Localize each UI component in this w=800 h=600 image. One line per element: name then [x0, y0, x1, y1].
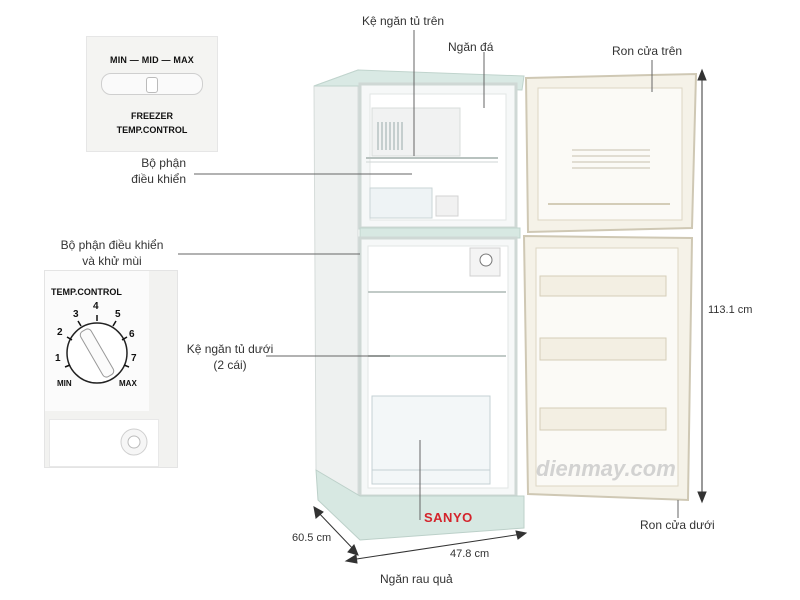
dimension-width: 47.8 cm	[450, 548, 490, 560]
temp-dial	[64, 315, 130, 384]
label-crisper: Ngăn rau quả	[380, 572, 453, 586]
dial-number-1: 1	[55, 353, 61, 364]
dial-number-4: 4	[93, 301, 99, 312]
freezer-control-title-2: TEMP.CONTROL	[116, 125, 188, 135]
freezer-slider	[101, 73, 203, 95]
dial-number-5: 5	[115, 309, 121, 320]
label-bottom-shelf-2: (2 cái)	[213, 358, 247, 372]
label-bottom-shelf-1: Kệ ngăn tủ dưới	[186, 342, 274, 356]
depth-dimension-line	[315, 509, 357, 553]
dimension-height: 113.1 cm	[708, 304, 753, 316]
brand-logo: SANYO	[424, 510, 473, 525]
dial-number-7: 7	[131, 353, 137, 364]
dial-number-3: 3	[73, 309, 79, 320]
label-ice-tray: Ngăn đá	[448, 40, 494, 54]
ice-tray	[369, 187, 433, 219]
freezer-scale: MIN — MID — MAX	[110, 55, 194, 65]
label-deodorizer-2: và khử mùi	[82, 254, 142, 268]
dial-number-2: 2	[57, 327, 63, 338]
freezer-slider-knob	[146, 77, 158, 93]
watermark: dienmay.com	[536, 456, 676, 481]
freezer-vent	[371, 107, 461, 157]
dial-max-label: MAX	[119, 379, 137, 388]
dial-number-6: 6	[129, 329, 135, 340]
dimension-depth: 60.5 cm	[292, 532, 332, 544]
fridge-side	[313, 69, 359, 499]
freezer-control-inset: MIN — MID — MAX FREEZER TEMP.CONTROL	[86, 36, 218, 152]
label-controller-1: Bộ phận	[141, 156, 186, 170]
label-top-shelf: Kệ ngăn tủ trên	[362, 14, 445, 28]
deodorizer-knob	[120, 428, 148, 456]
label-deodorizer-1: Bộ phận điều khiển	[60, 238, 164, 252]
dial-min-label: MIN	[57, 379, 72, 388]
label-controller-2: điều khiển	[131, 172, 186, 186]
crisper-drawer	[371, 395, 491, 485]
label-bottom-gasket: Ron cửa dưới	[640, 518, 715, 532]
temp-control-inset: TEMP.CONTROL 1 2 3 4 5 6 7 MIN MAX	[44, 270, 178, 468]
temp-control-title: TEMP.CONTROL	[51, 287, 122, 297]
label-top-gasket: Ron cửa trên	[612, 44, 683, 58]
width-dimension-line	[349, 533, 523, 561]
freezer-control-title-1: FREEZER	[130, 111, 173, 121]
deodorizer-panel	[49, 419, 159, 467]
